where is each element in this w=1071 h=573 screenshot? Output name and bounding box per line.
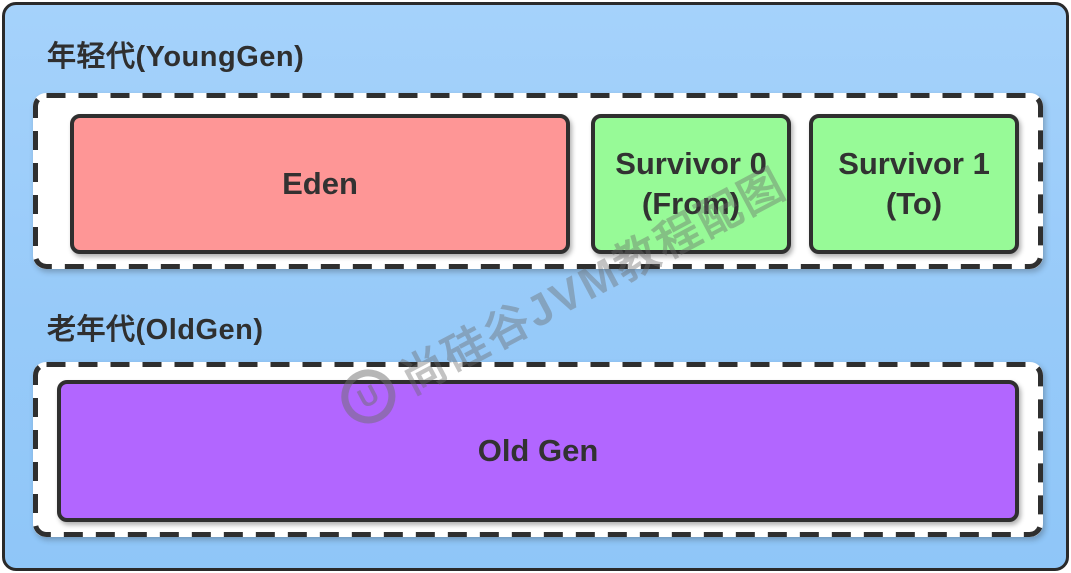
survivor0-label: Survivor 0 xyxy=(615,146,767,182)
eden-label: Eden xyxy=(282,166,358,202)
survivor1-label: Survivor 1 xyxy=(838,146,990,182)
survivor0-sublabel: (From) xyxy=(641,186,741,221)
younggen-container: Eden Survivor 0 (From) Survivor 1 (To) xyxy=(33,93,1043,269)
eden-region: Eden xyxy=(70,114,570,254)
survivor1-sublabel: (To) xyxy=(885,186,943,221)
survivor0-region: Survivor 0 (From) xyxy=(591,114,791,254)
survivor1-region: Survivor 1 (To) xyxy=(809,114,1019,254)
oldgen-label: Old Gen xyxy=(477,433,599,469)
oldgen-region: Old Gen xyxy=(57,380,1019,522)
oldgen-container: Old Gen xyxy=(33,362,1043,537)
younggen-title: 年轻代(YoungGen) xyxy=(47,41,305,73)
oldgen-title: 老年代(OldGen) xyxy=(47,314,264,346)
